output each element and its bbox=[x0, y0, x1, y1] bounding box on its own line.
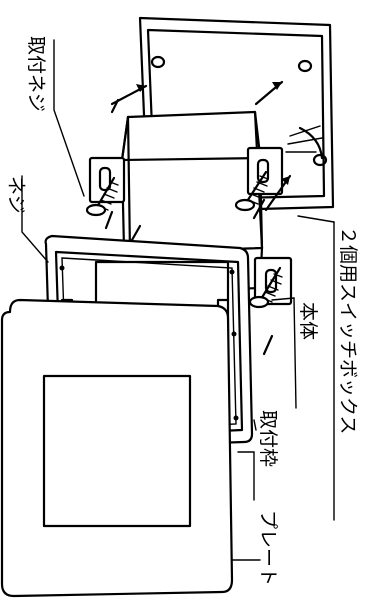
svg-text:２個用スイッチボックス: ２個用スイッチボックス bbox=[337, 226, 359, 434]
label-main-body: 本体 bbox=[297, 302, 319, 340]
label-plate: プレート bbox=[257, 510, 279, 586]
svg-text:ネジ: ネジ bbox=[5, 176, 27, 214]
leader-lines bbox=[21, 39, 335, 561]
svg-text:取付枠: 取付枠 bbox=[257, 410, 279, 467]
assembly-arrows bbox=[104, 80, 292, 356]
svg-text:本体: 本体 bbox=[297, 302, 319, 340]
svg-text:プレート: プレート bbox=[257, 510, 279, 586]
mounting-screw-upper-right bbox=[234, 170, 269, 212]
plate bbox=[0, 298, 234, 598]
label-mount-frame: 取付枠 bbox=[257, 410, 279, 467]
svg-text:取付ネジ: 取付ネジ bbox=[25, 36, 47, 112]
label-mount-screw: 取付ネジ bbox=[25, 36, 47, 112]
mounting-screw-upper-left bbox=[85, 176, 119, 217]
label-screw: ネジ bbox=[5, 176, 27, 214]
label-switch-box: ２個用スイッチボックス bbox=[337, 226, 359, 434]
